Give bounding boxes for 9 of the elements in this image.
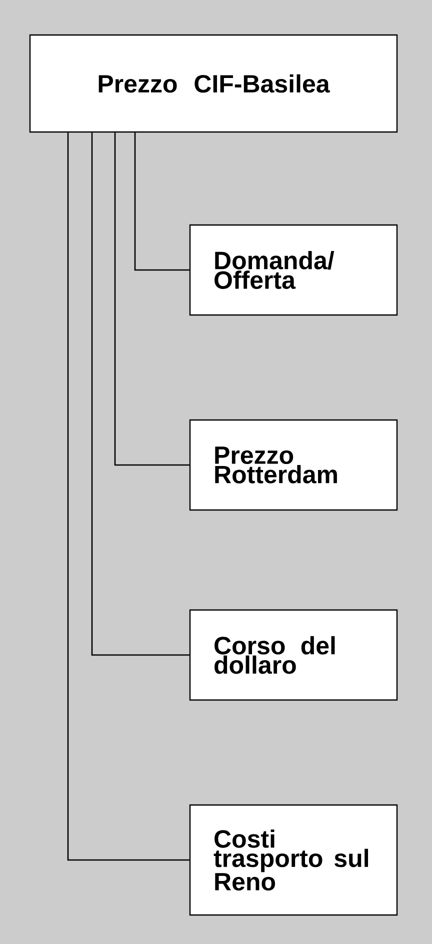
text-box: Costi trasporto sul Reno [189,804,398,916]
text-box: Domanda/ Offerta [189,224,398,316]
connector-line [134,132,190,271]
text-box: Corso del dollaro [189,609,398,701]
connector-line [114,132,190,466]
text-box: Prezzo Rotterdam [189,419,398,511]
connector-line [67,132,190,861]
text-box: Prezzo CIF-Basilea [29,34,398,133]
connector-line [91,132,190,656]
